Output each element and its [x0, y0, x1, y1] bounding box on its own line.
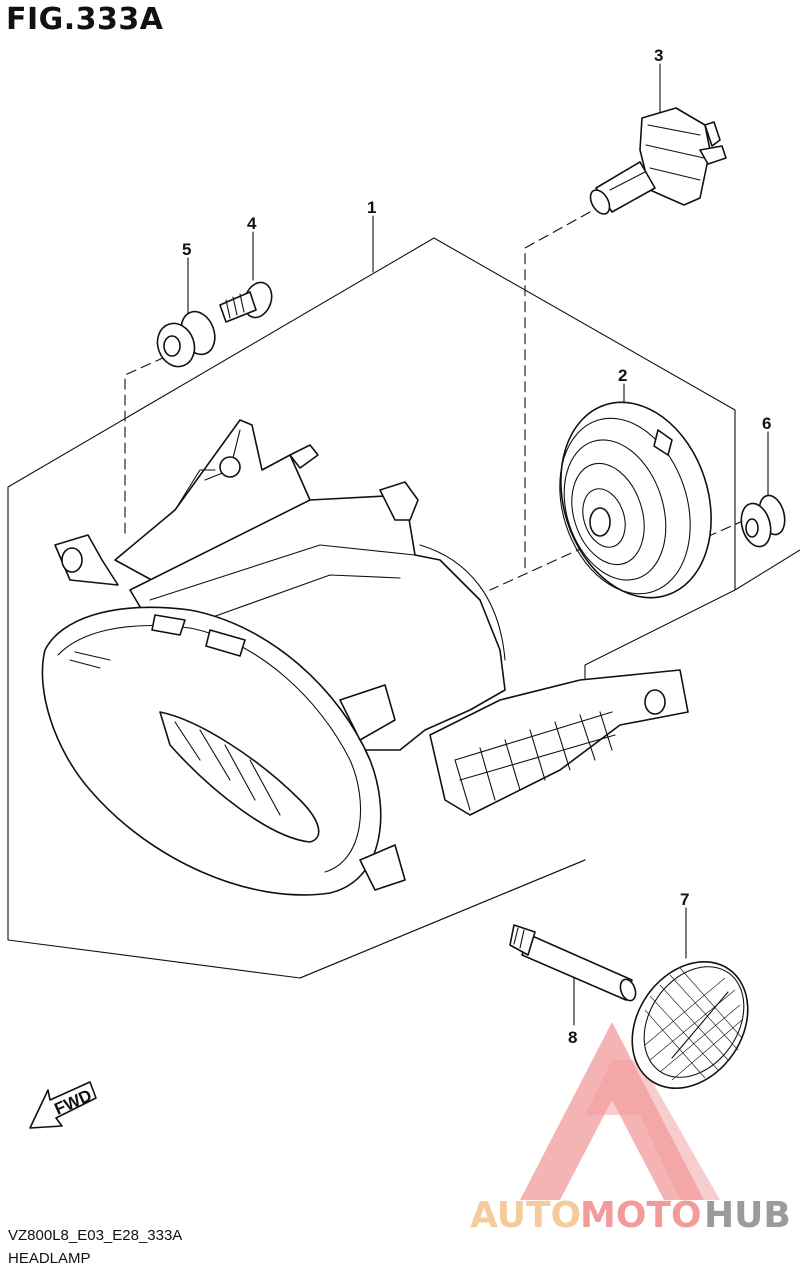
part-4-screw: [219, 281, 273, 323]
watermark-hub: HUB: [704, 1195, 791, 1236]
part-5-grommet: [156, 310, 216, 368]
callout-5: 5: [182, 240, 191, 259]
assembly-outline-lower: [299, 859, 586, 979]
figure-code: VZ800L8_E03_E28_333A: [8, 1227, 183, 1244]
part-8-pin: [509, 924, 637, 1002]
watermark-wordmark: AUTO MOTO HUB: [470, 1195, 791, 1236]
callout-1: 1: [367, 198, 376, 217]
watermark-auto: AUTO: [470, 1195, 581, 1236]
part-6-grommet: [740, 494, 786, 548]
callout-6: 6: [762, 414, 771, 433]
watermark-moto: MOTO: [580, 1195, 702, 1236]
callout-7: 7: [680, 890, 689, 909]
callout-2: 2: [618, 366, 627, 385]
watermark-triangle-inner: [585, 1060, 720, 1200]
part-1-headlamp-housing: [41, 419, 689, 896]
callout-3: 3: [654, 46, 663, 65]
part-3-bulb: [589, 107, 727, 215]
watermark-logo: [520, 1022, 720, 1200]
leader-3-dash: [524, 211, 591, 571]
callout-8: 8: [568, 1028, 577, 1047]
figure-title: FIG.333A: [6, 2, 164, 37]
fwd-arrow-icon: FWD: [29, 1081, 97, 1129]
watermark-triangle: [520, 1022, 704, 1200]
leader-5-dash: [124, 356, 166, 536]
callout-4: 4: [247, 214, 257, 233]
callout-numbers: 1 2 3 4 5 6 7 8: [182, 46, 771, 1047]
figure-name: HEADLAMP: [8, 1250, 91, 1267]
part-7-reflector: [631, 961, 749, 1089]
part-2-reflector: [559, 401, 712, 599]
